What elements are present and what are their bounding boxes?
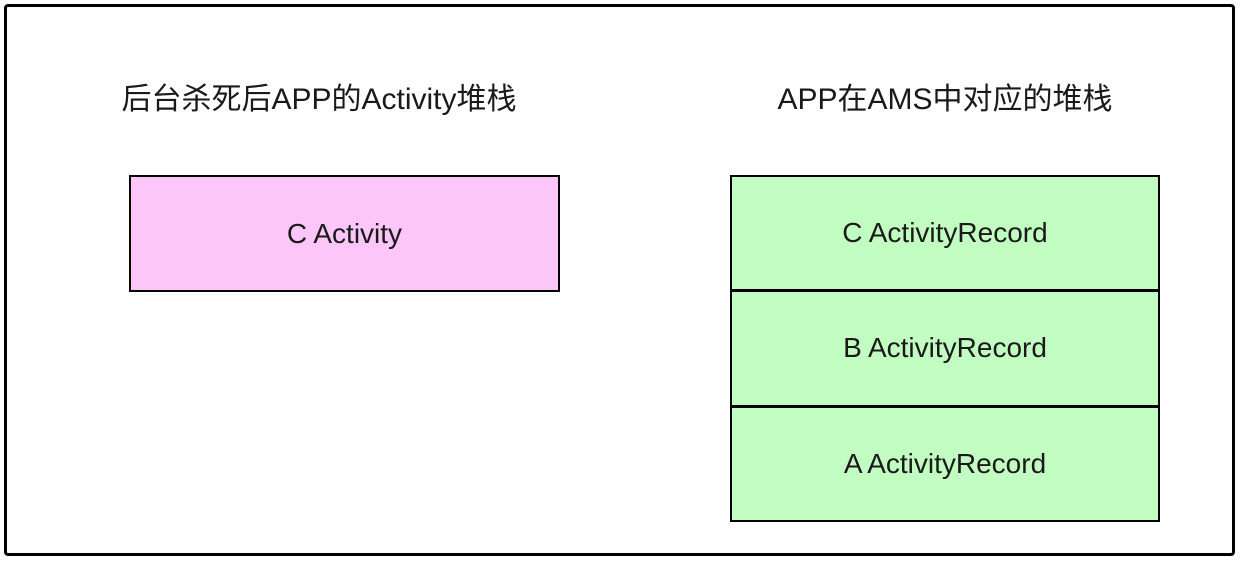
activity-box-c: C Activity bbox=[129, 175, 560, 292]
record-cell-b-label: B ActivityRecord bbox=[843, 332, 1047, 364]
record-cell-c: C ActivityRecord bbox=[732, 177, 1158, 290]
record-cell-c-label: C ActivityRecord bbox=[842, 217, 1048, 249]
diagram-outer-frame: 后台杀死后APP的Activity堆栈 APP在AMS中对应的堆栈 C Acti… bbox=[4, 4, 1235, 556]
left-stack-title: 后台杀死后APP的Activity堆栈 bbox=[121, 83, 517, 116]
right-stack-title: APP在AMS中对应的堆栈 bbox=[777, 83, 1113, 116]
record-cell-b: B ActivityRecord bbox=[732, 289, 1158, 405]
record-cell-a-label: A ActivityRecord bbox=[843, 447, 1047, 479]
ams-record-stack: C ActivityRecord B ActivityRecord A Acti… bbox=[730, 175, 1160, 522]
record-cell-a: A ActivityRecord bbox=[732, 404, 1158, 520]
activity-box-c-label: C Activity bbox=[286, 217, 403, 249]
